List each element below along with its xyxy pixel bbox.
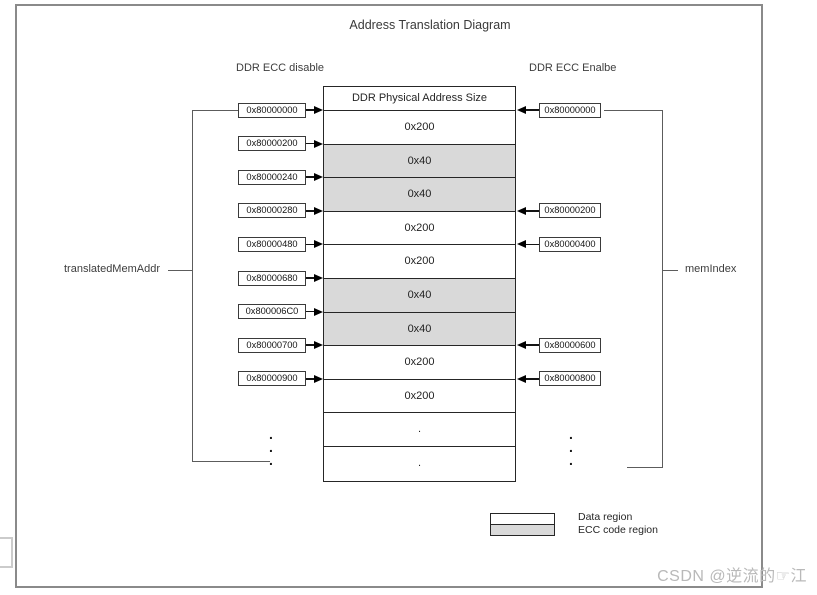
left-address-connector-6: 0x800006C0 [238, 304, 323, 320]
legend-ecc-swatch [490, 524, 555, 536]
right-bracket-bottom-tick [627, 467, 663, 469]
right-bracket-line [662, 110, 664, 468]
left-address-connector-2: 0x80000240 [238, 169, 323, 185]
arrow-left-icon [517, 341, 526, 350]
translated-mem-addr-label: translatedMemAddr [64, 263, 160, 275]
left-address-connector-1: 0x80000200 [238, 136, 323, 152]
connector-line [306, 277, 314, 279]
table-header: DDR Physical Address Size [324, 87, 515, 111]
connector-line [526, 378, 539, 380]
left-bracket-mid-tick [168, 270, 192, 272]
connector-line [306, 243, 314, 246]
left-address-connector-7: 0x80000700 [238, 337, 323, 353]
legend-data-label: Data region [578, 511, 633, 523]
address-box: 0x80000800 [539, 371, 601, 387]
table-row-1: 0x40 [324, 144, 515, 179]
connector-line [306, 210, 314, 212]
right-address-connector-3: 0x80000600 [517, 337, 601, 353]
right-address-connector-0: 0x80000000 [517, 102, 601, 118]
ellipsis-dot: . [269, 452, 273, 468]
connector-line [526, 210, 539, 212]
address-box: 0x80000700 [238, 337, 306, 353]
connector-line [306, 109, 314, 111]
connector-line [306, 378, 314, 380]
left-address-connector-3: 0x80000280 [238, 203, 323, 219]
table-row-0: 0x200 [324, 111, 515, 145]
left-address-connector-4: 0x80000480 [238, 236, 323, 252]
right-address-connector-1: 0x80000200 [517, 203, 601, 219]
table-row-2: 0x40 [324, 178, 515, 212]
address-box: 0x80000200 [539, 203, 601, 219]
right-ellipsis: . . . [566, 426, 576, 468]
address-box: 0x80000200 [238, 136, 306, 152]
physical-address-table: DDR Physical Address Size 0x200 0x40 0x4… [323, 86, 516, 482]
address-box: 0x80000000 [238, 102, 306, 118]
table-row-7: 0x200 [324, 346, 515, 380]
address-box: 0x80000240 [238, 169, 306, 185]
connector-line [306, 310, 314, 313]
connector-line [306, 344, 314, 346]
left-ellipsis: . . . [266, 426, 276, 468]
left-address-connector-5: 0x80000680 [238, 270, 323, 286]
ellipsis-dot: . [269, 439, 273, 455]
left-address-connector-0: 0x80000000 [238, 102, 323, 118]
address-box: 0x80000600 [539, 337, 601, 353]
connector-line [526, 243, 539, 246]
left-bracket-line [192, 110, 194, 462]
connector-line [306, 176, 314, 178]
address-box: 0x80000900 [238, 371, 306, 387]
right-bracket-mid-tick [662, 270, 678, 272]
diagram-title: Address Translation Diagram [349, 18, 511, 32]
right-address-connector-4: 0x80000800 [517, 371, 601, 387]
address-box: 0x80000480 [238, 236, 306, 252]
left-bracket-bottom-tick [192, 461, 270, 463]
ellipsis-dot: . [269, 426, 273, 442]
table-row-5: 0x40 [324, 278, 515, 313]
arrow-right-icon [314, 139, 323, 148]
partial-box [0, 537, 13, 568]
table-row-3: 0x200 [324, 211, 515, 246]
arrow-left-icon [517, 206, 526, 215]
right-address-connector-2: 0x80000400 [517, 236, 601, 252]
arrow-left-icon [517, 240, 526, 249]
left-bracket-top-tick [192, 110, 238, 112]
address-box: 0x80000000 [539, 102, 601, 118]
arrow-right-icon [314, 341, 323, 350]
table-row-6: 0x40 [324, 312, 515, 347]
arrow-right-icon [314, 206, 323, 215]
arrow-left-icon [517, 106, 526, 114]
left-column-header: DDR ECC disable [236, 62, 325, 74]
arrow-right-icon [314, 307, 323, 316]
left-address-connector-8: 0x80000900 [238, 371, 323, 387]
table-row-8: 0x200 [324, 379, 515, 414]
table-row-10: . [324, 446, 515, 481]
legend-ecc-label: ECC code region [578, 524, 658, 536]
connector-line [526, 109, 539, 111]
mem-index-label: memIndex [685, 263, 737, 275]
right-bracket-top-tick [604, 110, 663, 112]
table-row-4: 0x200 [324, 245, 515, 279]
connector-line [526, 344, 539, 346]
arrow-right-icon [314, 374, 323, 383]
table-row-9: . [324, 413, 515, 447]
right-column-header: DDR ECC Enalbe [529, 62, 617, 74]
address-box: 0x800006C0 [238, 304, 306, 320]
arrow-right-icon [314, 274, 323, 282]
address-box: 0x80000280 [238, 203, 306, 219]
arrow-right-icon [314, 106, 323, 114]
ellipsis-dot: . [569, 452, 573, 468]
ellipsis-dot: . [569, 439, 573, 455]
arrow-left-icon [517, 374, 526, 383]
connector-line [306, 142, 314, 145]
address-box: 0x80000680 [238, 270, 306, 286]
address-box: 0x80000400 [539, 236, 601, 252]
ellipsis-dot: . [569, 426, 573, 442]
watermark-text: CSDN @逆流的☞江 [657, 568, 807, 585]
arrow-right-icon [314, 173, 323, 182]
arrow-right-icon [314, 240, 323, 249]
